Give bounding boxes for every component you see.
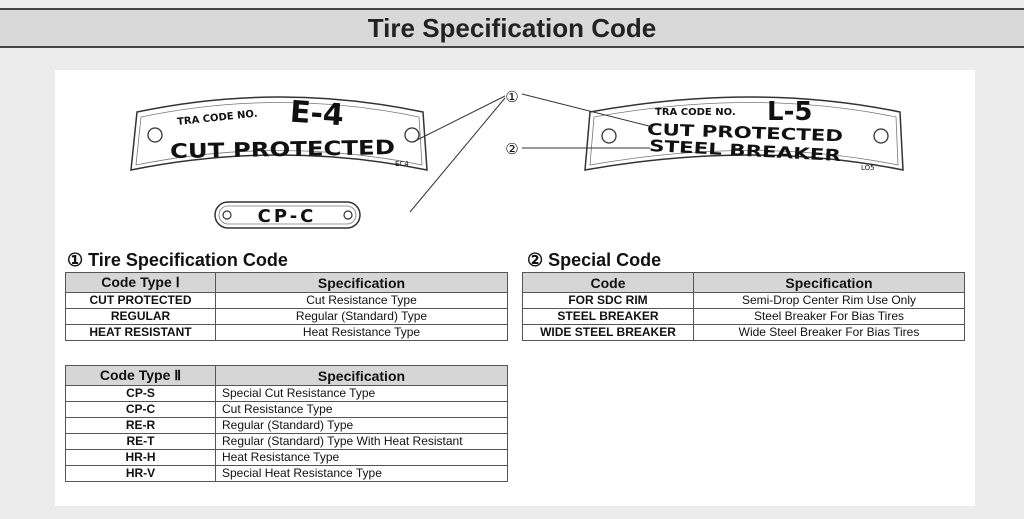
- code-type-2-table: Code Type Ⅱ Specification CP-S Special C…: [65, 365, 508, 482]
- plate-left-text: CUT PROTECTED: [170, 135, 395, 163]
- column-header: Specification: [693, 272, 965, 293]
- special-code-title: ② Special Code: [527, 250, 662, 270]
- table-row: HEAT RESISTANT Heat Resistance Type: [65, 324, 508, 341]
- spec-cell: Regular (Standard) Type: [215, 417, 508, 434]
- table-row: HR-V Special Heat Resistance Type: [65, 465, 508, 482]
- code-cell: STEEL BREAKER: [522, 308, 694, 325]
- spec-cell: Regular (Standard) Type With Heat Resist…: [215, 433, 508, 450]
- plate-right-code: L-5: [767, 97, 812, 127]
- callout-2-marker: ②: [505, 140, 518, 158]
- code-cell: HEAT RESISTANT: [65, 324, 216, 341]
- page-header: Tire Specification Code: [0, 8, 1024, 48]
- column-header: Code Type Ⅰ: [65, 272, 216, 293]
- spec-cell: Heat Resistance Type: [215, 449, 508, 466]
- bolt-hole-icon: [343, 210, 353, 220]
- code-cell: WIDE STEEL BREAKER: [522, 324, 694, 341]
- table-row: STEEL BREAKER Steel Breaker For Bias Tir…: [522, 308, 965, 325]
- column-header: Code: [522, 272, 694, 293]
- code-cell: CP-S: [65, 385, 216, 402]
- table-row: CP-S Special Cut Resistance Type: [65, 385, 508, 402]
- code-cell: RE-R: [65, 417, 216, 434]
- plate-right-small: LO5: [861, 164, 875, 172]
- table-row: CP-C Cut Resistance Type: [65, 401, 508, 418]
- table-header-row: Code Type Ⅰ Specification: [65, 272, 508, 293]
- table-row: RE-R Regular (Standard) Type: [65, 417, 508, 434]
- spec-cell: Cut Resistance Type: [215, 401, 508, 418]
- bolt-hole-icon: [222, 210, 232, 220]
- table-row: FOR SDC RIM Semi-Drop Center Rim Use Onl…: [522, 292, 965, 309]
- bolt-hole-icon: [601, 128, 617, 144]
- spec-cell: Semi-Drop Center Rim Use Only: [693, 292, 965, 309]
- code-type-1-table: Code Type Ⅰ Specification CUT PROTECTED …: [65, 272, 508, 341]
- callout-1-marker: ①: [505, 88, 518, 106]
- tire-spec-title: ① Tire Specification Code: [67, 250, 288, 270]
- callout-lines: [409, 93, 654, 213]
- code-cell: REGULAR: [65, 308, 216, 325]
- plate-small-text: CP-C: [258, 206, 317, 227]
- table-row: WIDE STEEL BREAKER Wide Steel Breaker Fo…: [522, 324, 965, 341]
- column-header: Code Type Ⅱ: [65, 365, 216, 386]
- spec-cell: Special Heat Resistance Type: [215, 465, 508, 482]
- table-header-row: Code Type Ⅱ Specification: [65, 365, 508, 386]
- column-header: Specification: [215, 365, 508, 386]
- bolt-hole-icon: [873, 128, 889, 144]
- code-cell: CUT PROTECTED: [65, 292, 216, 309]
- special-code-table: Code Specification FOR SDC RIM Semi-Drop…: [522, 272, 965, 341]
- table-row: HR-H Heat Resistance Type: [65, 449, 508, 466]
- plate-right-tra: TRA CODE NO.: [655, 107, 736, 118]
- plate-right: TRA CODE NO. L-5 CUT PROTECTED STEEL BRE…: [584, 96, 904, 172]
- plate-left-code: E-4: [289, 95, 345, 134]
- page-title: Tire Specification Code: [367, 12, 657, 43]
- table-row: REGULAR Regular (Standard) Type: [65, 308, 508, 325]
- code-cell: CP-C: [65, 401, 216, 418]
- plate-left-small: EC4: [395, 160, 409, 168]
- spec-cell: Special Cut Resistance Type: [215, 385, 508, 402]
- tire-code-plates-diagram: TRA CODE NO. E-4 CUT PROTECTED EC4 CP-C …: [130, 88, 904, 229]
- plate-left: TRA CODE NO. E-4 CUT PROTECTED EC4: [130, 95, 428, 171]
- code-cell: FOR SDC RIM: [522, 292, 694, 309]
- bolt-hole-icon: [147, 127, 163, 143]
- spec-cell: Steel Breaker For Bias Tires: [693, 308, 965, 325]
- spec-cell: Wide Steel Breaker For Bias Tires: [693, 324, 965, 341]
- spec-cell: Cut Resistance Type: [215, 292, 508, 309]
- table-row: RE-T Regular (Standard) Type With Heat R…: [65, 433, 508, 450]
- code-cell: HR-V: [65, 465, 216, 482]
- spec-cell: Heat Resistance Type: [215, 324, 508, 341]
- content-panel: TRA CODE NO. E-4 CUT PROTECTED EC4 CP-C …: [55, 70, 975, 506]
- code-cell: HR-H: [65, 449, 216, 466]
- table-row: CUT PROTECTED Cut Resistance Type: [65, 292, 508, 309]
- plate-small: CP-C: [214, 201, 361, 229]
- spec-cell: Regular (Standard) Type: [215, 308, 508, 325]
- bolt-hole-icon: [404, 127, 420, 143]
- code-cell: RE-T: [65, 433, 216, 450]
- column-header: Specification: [215, 272, 508, 293]
- table-header-row: Code Specification: [522, 272, 965, 293]
